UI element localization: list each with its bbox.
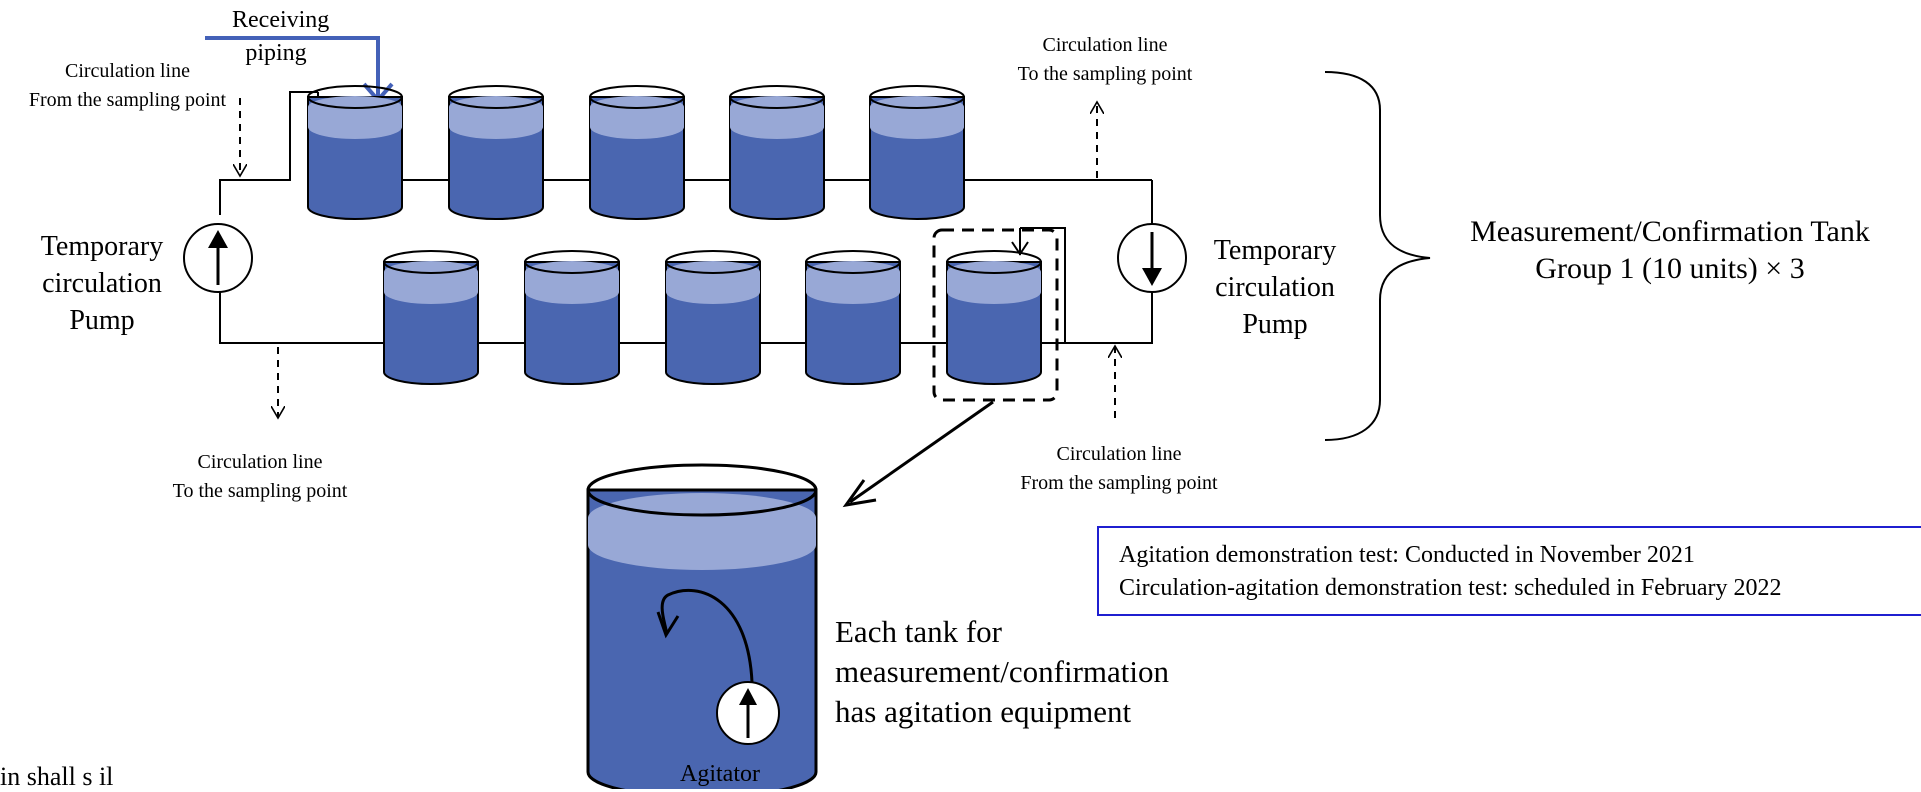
test-schedule-line-2: Circulation-agitation demonstration test… bbox=[1119, 575, 1782, 601]
receiving-piping-line bbox=[205, 36, 380, 98]
group-brace bbox=[1324, 71, 1431, 441]
top-loop-pipe bbox=[219, 91, 318, 215]
test-schedule-line-1: Agitation demonstration test: Conducted … bbox=[1119, 542, 1695, 568]
tank bbox=[307, 85, 403, 220]
sampling-lines bbox=[240, 98, 1115, 418]
tank bbox=[665, 250, 761, 385]
circulation-to-label-bottom-left: Circulation line To the sampling point bbox=[172, 451, 348, 502]
agitation-equipment-note: Each tank for measurement/confirmation h… bbox=[835, 614, 1169, 729]
tank-row-top bbox=[307, 85, 965, 220]
tank bbox=[589, 85, 685, 220]
cutoff-footer-text: in shall s il bbox=[0, 762, 114, 791]
tank bbox=[448, 85, 544, 220]
tank bbox=[383, 250, 479, 385]
agitator-pump-symbol bbox=[716, 681, 780, 745]
tank bbox=[805, 250, 901, 385]
big-tank bbox=[586, 463, 818, 789]
highlight-box bbox=[932, 228, 1059, 402]
test-schedule-box: Agitation demonstration test: Conducted … bbox=[1097, 526, 1921, 616]
detail-pointer-arrowhead bbox=[842, 479, 877, 508]
circulation-from-label-bottom-right: Circulation line From the sampling point bbox=[1020, 443, 1218, 494]
agitation-flow-arrowhead bbox=[656, 611, 680, 639]
agitation-flow-arrow bbox=[660, 588, 754, 683]
left-pipe bbox=[219, 288, 1065, 344]
tank-row-bottom bbox=[383, 250, 1042, 385]
pump-left-symbol bbox=[183, 223, 253, 293]
group-label: Measurement/Confirmation Tank Group 1 (1… bbox=[1470, 215, 1870, 285]
tank bbox=[729, 85, 825, 220]
agitator-label: Agitator bbox=[680, 761, 760, 787]
pump-right-symbol bbox=[1117, 223, 1187, 293]
tank bbox=[524, 250, 620, 385]
pump-left-label: Temporary circulation Pump bbox=[40, 231, 164, 336]
circulation-to-label-top-right: Circulation line To the sampling point bbox=[1017, 34, 1193, 85]
detail-pointer-line bbox=[849, 400, 994, 504]
receiving-piping-label: Receiving piping bbox=[232, 7, 330, 66]
tank bbox=[869, 85, 965, 220]
circulation-from-label-top-left: Circulation line From the sampling point bbox=[28, 60, 227, 111]
pump-right-label: Temporary circulation Pump bbox=[1213, 235, 1337, 340]
tank-highlighted bbox=[946, 250, 1042, 385]
